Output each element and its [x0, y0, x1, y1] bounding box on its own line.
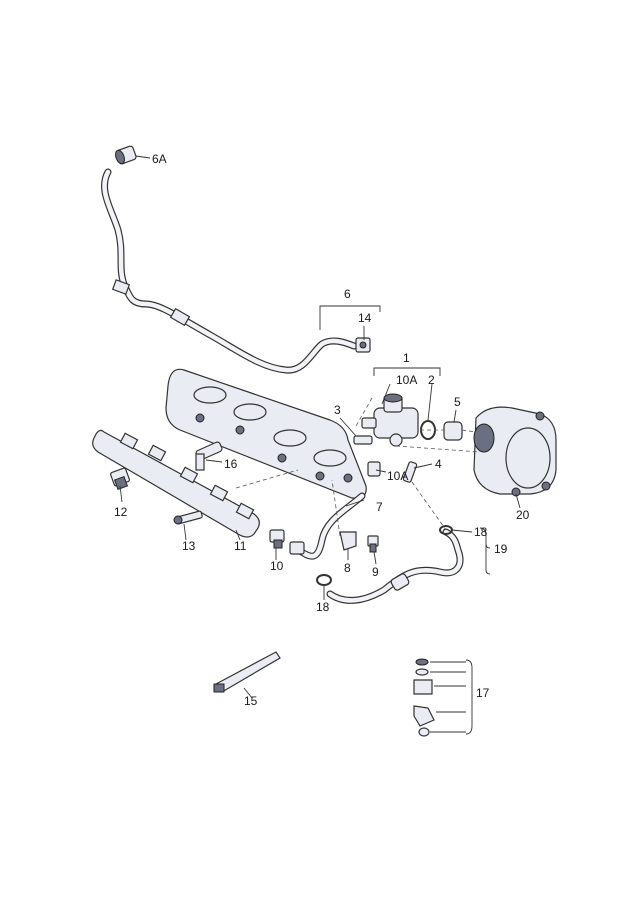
part-8-clamp [339, 531, 357, 551]
callout-7: 7 [376, 500, 383, 514]
callout-10A-top: 10A [396, 373, 417, 387]
part-10A-fitting-low [367, 461, 381, 477]
part-4-bolt [402, 461, 418, 483]
callout-15: 15 [244, 694, 258, 708]
part-16-valve [195, 441, 223, 471]
fuel-line-6 [101, 168, 358, 374]
part-13-bolt [173, 510, 203, 525]
part-14-nut [355, 337, 371, 353]
callout-5: 5 [454, 395, 461, 409]
callout-8: 8 [344, 561, 351, 575]
callout-16: 16 [224, 457, 238, 471]
callout-18-low: 18 [316, 600, 330, 614]
part-5-sleeve [443, 421, 463, 441]
part-3-bolt [353, 435, 373, 445]
callout-13: 13 [182, 539, 196, 553]
pipe-7 [289, 492, 366, 560]
part-12-sensor [110, 467, 130, 491]
part-6A-plug [115, 145, 137, 165]
callout-10: 10 [270, 559, 284, 573]
part-17-kit [413, 658, 435, 737]
callout-2: 2 [428, 373, 435, 387]
part-18-ring-low [316, 574, 332, 586]
callout-6A: 6A [152, 152, 167, 166]
callout-12: 12 [114, 505, 128, 519]
callout-11: 11 [234, 539, 247, 553]
assembly-lines [235, 397, 481, 537]
part-10-fitting [269, 529, 285, 549]
callout-17: 17 [476, 686, 490, 700]
callout-10A-low: 10A [387, 469, 408, 483]
callout-9: 9 [372, 565, 379, 579]
cylinder-head-plate [165, 368, 367, 499]
callout-labels: 6A 6 14 1 10A 2 3 5 4 10A 16 12 7 20 18 … [114, 152, 530, 708]
callout-19: 19 [494, 542, 508, 556]
part-15-strip [213, 651, 281, 693]
callout-3: 3 [334, 403, 341, 417]
callout-14: 14 [358, 311, 372, 325]
leader-lines [119, 155, 521, 735]
part-20-vacuum-pump [473, 406, 557, 497]
callout-4: 4 [435, 457, 442, 471]
part-9-screw [367, 535, 379, 553]
callout-6: 6 [344, 287, 351, 301]
callout-20: 20 [516, 508, 530, 522]
callout-1: 1 [403, 351, 410, 365]
pipe-19 [326, 528, 464, 604]
callout-18-right: 18 [474, 525, 488, 539]
part-1-pump [361, 393, 419, 447]
